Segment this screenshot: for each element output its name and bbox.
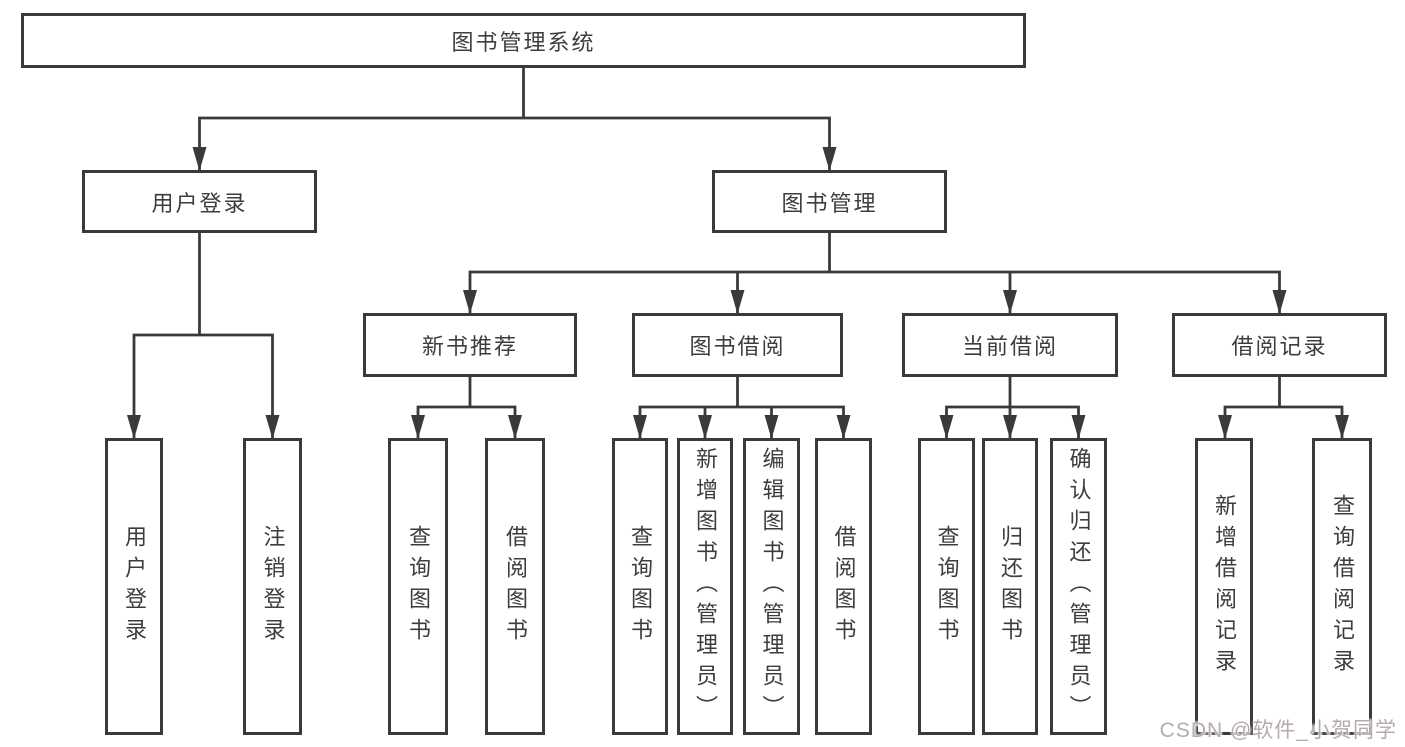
leaf-confirm-return-admin: 确认归还（管理员）: [1050, 438, 1107, 735]
leaf-edit-book-admin: 编辑图书（管理员）: [743, 438, 800, 735]
node-label: 图书借阅: [689, 334, 786, 359]
node-label: 图书管理系统: [451, 29, 596, 55]
node-label: 新增图书（管理员）: [693, 447, 718, 726]
leaf-query-book: 查询图书: [612, 438, 668, 735]
node-label: 图书管理: [781, 190, 878, 216]
node-label: 查询图书: [406, 524, 431, 649]
leaf-query-book: 查询图书: [388, 438, 448, 735]
node-label: 新书推荐: [421, 334, 518, 359]
node-book-management: 图书管理: [712, 170, 947, 233]
node-label: 归还图书: [998, 524, 1023, 649]
leaf-logout: 注销登录: [243, 438, 302, 735]
leaf-add-borrow-record: 新增借阅记录: [1195, 438, 1253, 735]
csdn-watermark: CSDN @软件_小贺同学: [1159, 719, 1397, 742]
node-user-login: 用户登录: [82, 170, 317, 233]
node-label: 用户登录: [122, 524, 147, 649]
leaf-query-borrow-record: 查询借阅记录: [1312, 438, 1372, 735]
node-label: 查询借阅记录: [1330, 493, 1355, 680]
node-label: 借阅图书: [831, 524, 857, 649]
leaf-query-book: 查询图书: [918, 438, 975, 735]
node-current-borrowing: 当前借阅: [902, 313, 1118, 377]
node-library-management-system: 图书管理系统: [21, 13, 1026, 68]
node-new-book-recommend: 新书推荐: [363, 313, 577, 377]
node-label: 查询图书: [934, 524, 960, 649]
node-borrowing-records: 借阅记录: [1172, 313, 1387, 377]
leaf-return-book: 归还图书: [982, 438, 1038, 735]
node-label: 借阅图书: [503, 524, 528, 649]
leaf-add-book-admin: 新增图书（管理员）: [677, 438, 733, 735]
node-label: 新增借阅记录: [1212, 493, 1237, 680]
leaf-borrow-book: 借阅图书: [815, 438, 872, 735]
node-label: 注销登录: [260, 524, 286, 649]
node-label: 编辑图书（管理员）: [759, 447, 785, 726]
node-label: 当前借阅: [961, 334, 1058, 359]
node-label: 用户登录: [151, 190, 248, 216]
leaf-user-login: 用户登录: [105, 438, 163, 735]
node-label: 借阅记录: [1231, 334, 1328, 359]
node-book-borrowing: 图书借阅: [632, 313, 843, 377]
node-label: 查询图书: [628, 524, 653, 649]
node-label: 确认归还（管理员）: [1066, 447, 1092, 726]
leaf-borrow-book: 借阅图书: [485, 438, 545, 735]
